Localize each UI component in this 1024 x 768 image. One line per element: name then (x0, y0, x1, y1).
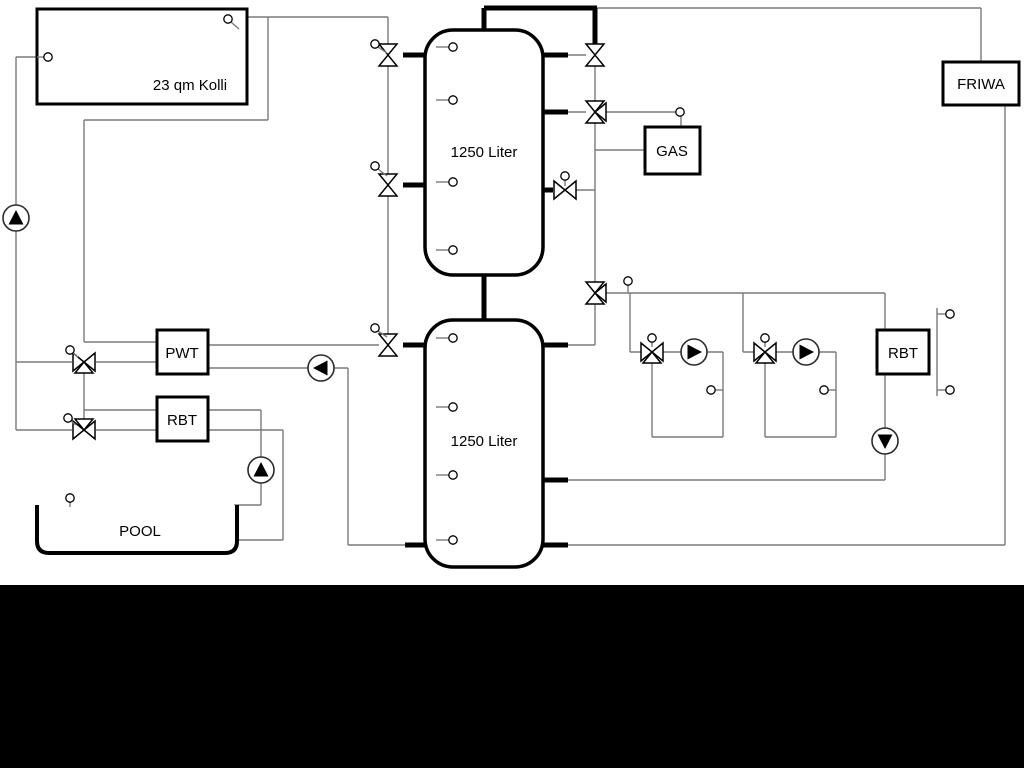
sensors (37, 14, 955, 545)
sensor-icon-valve3 (370, 323, 380, 333)
pool-label: POOL (119, 523, 161, 540)
pump-icon-pool (247, 456, 275, 484)
valve-icon-tank1-top (378, 43, 398, 67)
actuator-icon-circuit1-valve (647, 333, 657, 343)
sensor-icon-pool (65, 493, 75, 503)
sensor-icon-header-valve (623, 276, 633, 286)
buffer-tank-2 (423, 318, 545, 569)
sensor-icon-tank1-1 (448, 42, 458, 52)
actuator-icon-circuit2-valve (760, 333, 770, 343)
sensor-icon-valve2 (370, 161, 380, 171)
pwt-label: PWT (165, 345, 198, 362)
sensor-icon-gas-supply (675, 107, 685, 117)
rbt-right-box (875, 328, 931, 376)
three-way-valve-icon-header (585, 281, 607, 305)
valve-icon-tank2-top (378, 333, 398, 357)
sensor-icon-circuit2-return (819, 385, 829, 395)
pipes (15, 7, 1006, 546)
thick-pipes (403, 5, 598, 548)
gas-boiler-box (643, 125, 702, 176)
sensor-icon-circuit1-return (706, 385, 716, 395)
pwt-heat-exchanger-box (155, 328, 210, 376)
actuator-icon-tank1-right-valve (560, 171, 570, 181)
friwa-box (941, 60, 1021, 107)
sensor-icon-rbt-right-bottom (945, 385, 955, 395)
sensor-icon-tank1-4 (448, 245, 458, 255)
friwa-label: FRIWA (957, 76, 1005, 93)
sensor-icon-tank2-2 (448, 402, 458, 412)
collector-label: 23 qm Kolli (153, 77, 227, 94)
pump-icon-solar (2, 204, 30, 232)
rbt-right-label: RBT (888, 345, 918, 362)
valve-icon-hot-riser (585, 43, 605, 67)
tank1-label: 1250 Liter (451, 144, 518, 161)
sensor-icon-valve-solar-lower (63, 413, 73, 423)
rbt-left-label: RBT (167, 412, 197, 429)
tank2-label: 1250 Liter (451, 433, 518, 450)
sensor-icon-rbt-right-top (945, 309, 955, 319)
three-way-valve-icon-solar-lower (72, 418, 96, 440)
sensor-icon-tank2-3 (448, 470, 458, 480)
sensor-icon-valve1 (370, 39, 380, 49)
pump-icon-rbt-right (871, 427, 899, 455)
rbt-left-box (155, 395, 210, 443)
pump-icon-charge (307, 354, 335, 382)
sensor-icon-valve-solar-upper (65, 345, 75, 355)
sensor-icon-tank2-1 (448, 333, 458, 343)
pump-icon-circuit2 (792, 338, 820, 366)
pool-basin (35, 505, 239, 555)
solar-collector (35, 7, 249, 106)
sensor-icon-collector-left (43, 52, 53, 62)
sensor-icon-tank1-2 (448, 95, 458, 105)
sensor-icon-collector-top (223, 14, 233, 24)
gas-label: GAS (656, 143, 688, 160)
sensor-icon-tank1-3 (448, 177, 458, 187)
pump-icon-circuit1 (680, 338, 708, 366)
valve-icon-tank1-mid (378, 173, 398, 197)
bottom-bar (0, 585, 1024, 768)
buffer-tank-1 (423, 28, 545, 277)
three-way-valve-icon-gas (585, 100, 607, 124)
sensor-icon-tank2-4 (448, 535, 458, 545)
